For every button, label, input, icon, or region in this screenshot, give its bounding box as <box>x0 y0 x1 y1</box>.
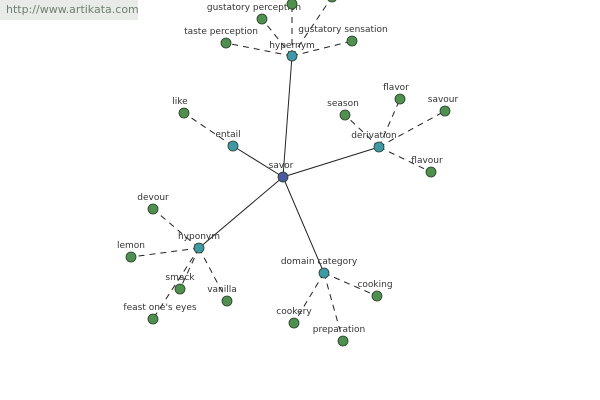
edge-domain-category-leaf-2 <box>323 272 344 342</box>
node-entail[interactable] <box>227 140 239 152</box>
edge-savor-entail <box>232 145 284 178</box>
label-savour: savour <box>428 95 459 105</box>
node-savor-center[interactable] <box>277 171 289 183</box>
edge-derivation-leaf-1 <box>378 98 401 148</box>
node-hypernym[interactable] <box>286 50 298 62</box>
label-cooking: cooking <box>357 280 392 290</box>
edge-savor-domain-category <box>282 176 325 274</box>
edge-hypernym-leaf-0 <box>261 18 293 57</box>
label-cookery: cookery <box>276 307 312 317</box>
node-feast-one-s-eyes[interactable] <box>147 313 159 325</box>
watermark-url[interactable]: http://www.artikata.com <box>0 0 139 20</box>
label-savor-center: savor <box>269 161 294 171</box>
edge-hyponym-leaf-1 <box>130 247 200 258</box>
edge-hyponym-leaf-4 <box>152 247 200 320</box>
node-flavour[interactable] <box>425 166 437 178</box>
node-smack[interactable] <box>174 283 186 295</box>
label-flavor: flavor <box>383 83 409 93</box>
edge-domain-category-leaf-1 <box>323 272 378 297</box>
graph-nodes: gustatory perception taste perception gust… <box>117 0 459 347</box>
edge-savor-hyponym <box>198 176 284 249</box>
graph-edges <box>130 0 446 342</box>
edge-derivation-leaf-3 <box>378 146 432 173</box>
edge-hypernym-leaf-4 <box>291 0 331 57</box>
node-preparation[interactable] <box>337 335 349 347</box>
node-vanilla[interactable] <box>221 295 233 307</box>
node-gustatory-sensation[interactable] <box>346 35 358 47</box>
node-taste-perception[interactable] <box>220 37 232 49</box>
edge-derivation-leaf-0 <box>344 114 380 148</box>
node-cooking[interactable] <box>371 290 383 302</box>
node-devour[interactable] <box>147 203 159 215</box>
label-hyponym: hyponym <box>178 232 220 242</box>
label-domain-category: domain category <box>281 257 358 267</box>
node-derivation[interactable] <box>373 141 385 153</box>
node-like[interactable] <box>178 107 190 119</box>
label-devour: devour <box>137 193 169 203</box>
edge-derivation-leaf-2 <box>378 110 446 148</box>
label-taste-perception: taste perception <box>184 27 258 37</box>
edge-hypernym-leaf-1 <box>225 42 293 57</box>
node-cookery[interactable] <box>288 317 300 329</box>
node-gustatory-perception[interactable] <box>256 13 268 25</box>
node-flavor[interactable] <box>394 93 406 105</box>
edge-hyponym-leaf-3 <box>198 247 228 302</box>
edge-savor-hypernym <box>282 55 293 178</box>
edge-savor-derivation <box>282 146 380 178</box>
node-hyponym[interactable] <box>193 242 205 254</box>
node-hypernym-extra-3[interactable] <box>286 0 298 10</box>
label-gustatory-perception: gustatory perception <box>207 3 301 13</box>
node-domain-category[interactable] <box>318 267 330 279</box>
node-hypernym-extra-4[interactable] <box>327 0 337 3</box>
label-season: season <box>327 99 359 109</box>
edge-domain-category-leaf-0 <box>293 272 325 324</box>
label-smack: smack <box>165 273 195 283</box>
label-feast-one-s-eyes: feast one's eyes <box>123 303 196 313</box>
label-derivation: derivation <box>351 131 397 141</box>
label-gustatory-sensation: gustatory sensation <box>298 25 387 35</box>
edge-hyponym-leaf-0 <box>152 208 200 249</box>
label-vanilla: vanilla <box>207 285 237 295</box>
label-flavour: flavour <box>411 156 443 166</box>
node-lemon[interactable] <box>125 251 137 263</box>
label-preparation: preparation <box>313 325 365 335</box>
label-hypernym: hypernym <box>269 41 315 51</box>
edge-entail-leaf-0 <box>183 112 234 147</box>
label-lemon: lemon <box>117 241 145 251</box>
node-season[interactable] <box>339 109 351 121</box>
node-savour[interactable] <box>439 105 451 117</box>
label-entail: entail <box>215 130 240 140</box>
edge-hyponym-leaf-2 <box>179 247 200 290</box>
label-like: like <box>172 97 188 107</box>
